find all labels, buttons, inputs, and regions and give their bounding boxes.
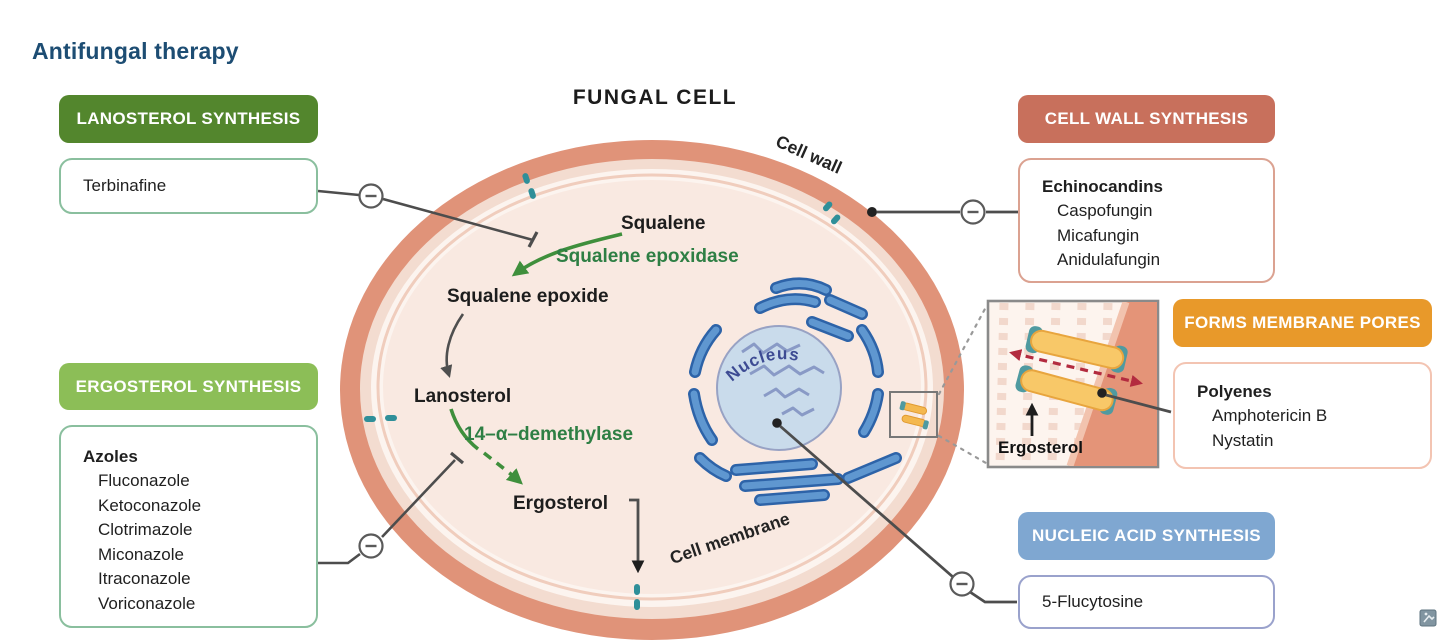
- chromatin: [741, 342, 825, 417]
- ergosterol-label: Ergosterol: [513, 493, 609, 514]
- pore-leak-arrow: [1009, 349, 1143, 387]
- demethylase-label: 14–α–demethylase: [464, 424, 634, 445]
- inhibition-tbar: [449, 451, 465, 465]
- inset-ergosterol-label: Ergosterol: [998, 438, 1084, 457]
- inhibition-minus-icon: [960, 199, 986, 225]
- nucleic-acid-synthesis-header: NUCLEIC ACID SYNTHESIS: [1018, 512, 1275, 560]
- page-title: Antifungal therapy: [32, 38, 239, 64]
- lanosterol-label: Lanosterol: [414, 386, 512, 407]
- drug-item: Itraconazole: [98, 569, 191, 588]
- drug-item: Voriconazole: [98, 593, 196, 613]
- terbinafine-box: Terbinafine: [59, 158, 318, 214]
- polyenes-drug-list: Amphotericin B Nystatin: [1197, 404, 1430, 453]
- drug-item: Nystatin: [1212, 430, 1274, 450]
- flucytosine-box: 5-Flucytosine: [1018, 575, 1275, 629]
- nucleus-target-dot: [772, 418, 782, 428]
- azoles-connector: [318, 451, 465, 565]
- drug-terbinafine: Terbinafine: [83, 176, 167, 195]
- inhibition-minus-icon: [358, 183, 384, 209]
- lanosterol-to-ergosterol-arrow: [482, 451, 523, 485]
- drug-item: Amphotericin B: [1212, 406, 1328, 425]
- drug-class-polyenes: Polyenes: [1197, 382, 1272, 401]
- drug-item: Miconazole: [98, 544, 184, 564]
- drug-item: Fluconazole: [98, 471, 190, 490]
- epoxide-to-lanosterol-arrow: [440, 313, 465, 378]
- drug-class-azoles: Azoles: [83, 447, 138, 466]
- polyenes-connector: [1105, 393, 1172, 414]
- ergosterol-synthesis-header: ERGOSTEROL SYNTHESIS: [59, 363, 318, 410]
- membrane-ergosterol-markers: [364, 173, 841, 610]
- zoom-region-box: [889, 391, 938, 438]
- drug-item: Caspofungin: [1057, 201, 1153, 220]
- squalene-label: Squalene: [621, 213, 706, 234]
- membrane-pore-inset: [986, 299, 1160, 469]
- polyene-target-dot: [1097, 388, 1107, 398]
- endoplasmic-reticulum: [688, 277, 902, 506]
- drug-item: Micafungin: [1057, 225, 1140, 245]
- ergosterol-to-membrane-arrow: [629, 498, 645, 574]
- polyenes-box: Polyenes Amphotericin B Nystatin: [1173, 362, 1432, 469]
- squalene-to-epoxide-arrow: [511, 232, 623, 277]
- image-placeholder-icon: [1419, 609, 1437, 627]
- squalene-epoxidase-label: Squalene epoxidase: [556, 246, 739, 267]
- drug-item: Ketoconazole: [98, 495, 202, 515]
- lanosterol-arrow-solid: [449, 408, 480, 451]
- inhibition-minus-icon: [358, 533, 384, 559]
- cell-wall-synthesis-header: CELL WALL SYNTHESIS: [1018, 95, 1275, 143]
- inhibition-minus-icon: [949, 571, 975, 597]
- cell-wall-target-dot: [867, 207, 877, 217]
- lanosterol-synthesis-header: LANOSTEROL SYNTHESIS: [59, 95, 318, 143]
- drug-item: Anidulafungin: [1057, 250, 1161, 269]
- nucleus: Nucleus: [716, 325, 842, 451]
- squalene-epoxide-label: Squalene epoxide: [447, 286, 609, 307]
- fungal-cell-label: FUNGAL CELL: [572, 86, 738, 109]
- pathway-arrows: [440, 232, 645, 574]
- forms-membrane-pores-header: FORMS MEMBRANE PORES: [1173, 299, 1432, 347]
- drug-item: Clotrimazole: [98, 520, 193, 539]
- drug-flucytosine: 5-Flucytosine: [1042, 592, 1144, 611]
- echinocandins-connector: [867, 207, 1018, 217]
- drug-class-echinocandins: Echinocandins: [1042, 177, 1163, 196]
- flucytosine-connector: [772, 418, 1017, 604]
- inhibition-tbar: [527, 231, 539, 248]
- terbinafine-connector: [317, 189, 539, 248]
- inset-leader-lines: [937, 305, 988, 465]
